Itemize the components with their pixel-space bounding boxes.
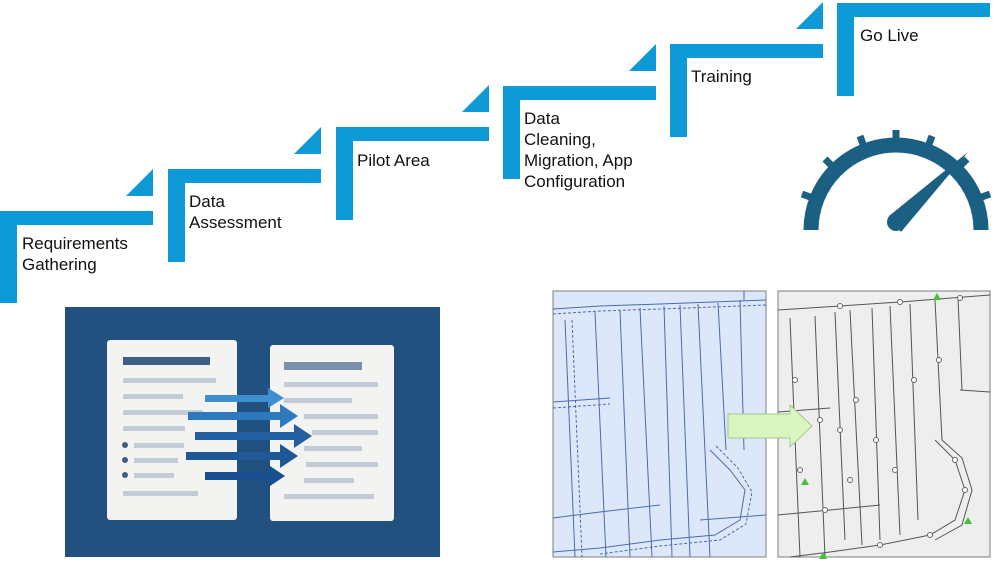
step-4-shape (503, 44, 656, 179)
step-label-go-live: Go Live (860, 26, 919, 45)
step-label-pilot-area: Pilot Area (357, 151, 430, 170)
transition-arrow (727, 403, 813, 449)
step-label-requirements: Requirements Gathering (22, 234, 128, 274)
step-5-shape (670, 2, 823, 137)
step-label-training: Training (691, 67, 752, 86)
step-6-shape (837, 3, 990, 96)
step-label-data-cleaning: Data Cleaning, Migration, App Configurat… (524, 109, 633, 191)
step-label-data-assessment: Data Assessment (189, 192, 282, 232)
step-3-shape (336, 85, 489, 220)
step-2-shape (168, 127, 321, 262)
step-1-shape (0, 169, 153, 303)
